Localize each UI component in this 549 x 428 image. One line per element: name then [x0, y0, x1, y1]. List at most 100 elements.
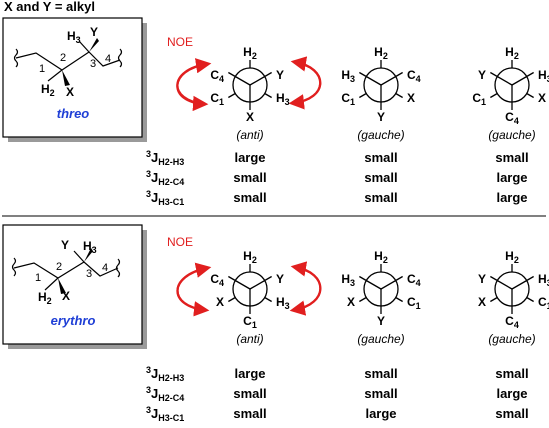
threo-label-lower-left: C1	[341, 91, 355, 107]
threo-h3-label: H3	[67, 29, 81, 45]
threo-front-upper-left-bond	[490, 71, 513, 86]
erythro-label-bottom: C4	[505, 314, 519, 330]
erythro-label-top: H2	[243, 249, 257, 265]
threo-back-lower-right-bond	[526, 92, 534, 99]
threo-c2-label: 2	[60, 52, 66, 64]
threo-coupling-label-2: 3JH2-C4	[146, 169, 184, 187]
erythro-h3-label: H3	[83, 239, 97, 255]
erythro-back-lower-right-bond	[526, 296, 534, 303]
threo-y-label: Y	[90, 25, 98, 39]
threo-front-upper-right-bond	[380, 71, 403, 86]
erythro-label-upper-right: H3	[538, 272, 549, 288]
threo-back-lower-right-bond	[395, 92, 403, 99]
threo-label-bottom: Y	[377, 110, 385, 124]
erythro-c4-label: 4	[102, 262, 108, 274]
threo-caption-2: (gauche)	[357, 128, 404, 142]
threo-label-lower-right: X	[538, 91, 546, 105]
erythro-front-upper-left-bond	[228, 275, 251, 290]
threo-c4-label: 4	[105, 53, 111, 65]
erythro-c2-label: 2	[56, 261, 62, 273]
threo-coupling-label-3: 3JH3-C1	[146, 189, 184, 207]
threo-coupling-value-3-2: small	[364, 190, 397, 205]
erythro-back-lower-left-bond	[490, 296, 498, 303]
erythro-label-top: H2	[374, 249, 388, 265]
erythro-coupling-value-1-2: small	[364, 366, 397, 381]
erythro-label-lower-left: X	[216, 295, 224, 309]
erythro-structure-box: 1 2 3 4 Y H3 H2 X erythro	[2, 224, 147, 349]
erythro-front-upper-left-bond	[490, 275, 513, 290]
threo-label-top: H2	[505, 45, 519, 61]
threo-coupling-value-2-1: small	[233, 170, 266, 185]
threo-structure-box: 1 2 3 4 H3 Y H2 X threo	[2, 17, 147, 142]
erythro-coupling-value-2-2: small	[364, 386, 397, 401]
threo-coupling-value-3-1: small	[233, 190, 266, 205]
erythro-front-upper-left-bond	[359, 275, 382, 290]
erythro-front-upper-right-bond	[249, 275, 272, 290]
erythro-label-bottom: Y	[377, 314, 385, 328]
threo-title: threo	[57, 106, 90, 121]
erythro-y-label: Y	[61, 238, 69, 252]
erythro-front-upper-right-bond	[380, 275, 403, 290]
threo-x-label: X	[66, 85, 74, 99]
erythro-label-upper-left: H3	[341, 272, 355, 288]
erythro-label-bottom: C1	[243, 314, 257, 330]
erythro-back-lower-left-bond	[359, 296, 367, 303]
erythro-label-lower-left: X	[478, 295, 486, 309]
threo-label-upper-left: H3	[341, 68, 355, 84]
threo-front-upper-left-bond	[228, 71, 251, 86]
threo-back-lower-left-bond	[359, 92, 367, 99]
erythro-caption-3: (gauche)	[488, 332, 535, 346]
threo-caption-3: (gauche)	[488, 128, 535, 142]
erythro-c1-label: 1	[35, 272, 41, 284]
threo-coupling-value-3-3: large	[496, 190, 527, 205]
erythro-label-lower-right: H3	[276, 295, 290, 311]
erythro-coupling-value-1-3: small	[495, 366, 528, 381]
erythro-label-upper-right: Y	[276, 272, 284, 286]
threo-label-lower-left: C1	[210, 91, 224, 107]
erythro-coupling-value-3-3: small	[495, 406, 528, 421]
erythro-label-upper-right: C4	[407, 272, 421, 288]
threo-c1-label: 1	[39, 63, 45, 75]
threo-coupling-label-1: 3JH2-H3	[146, 149, 184, 167]
erythro-coupling-label-1: 3JH2-H3	[146, 365, 184, 383]
erythro-label-top: H2	[505, 249, 519, 265]
erythro-c3-label: 3	[86, 268, 92, 280]
threo-coupling-value-2-2: small	[364, 170, 397, 185]
threo-label-bottom: C4	[505, 110, 519, 126]
erythro-back-lower-left-bond	[228, 296, 236, 303]
newman-projections: H2C4YC1H3X(anti)H2H3C4C1XY(gauche)H2YH3C…	[210, 45, 549, 346]
erythro-caption-1: (anti)	[236, 332, 263, 346]
erythro-newman-3: H2YH3XC1C4(gauche)	[478, 249, 549, 346]
threo-label-upper-left: Y	[478, 68, 486, 82]
threo-label-bottom: X	[246, 110, 254, 124]
threo-front-upper-left-bond	[359, 71, 382, 86]
threo-newman-3: H2YH3C1XC4(gauche)	[472, 45, 549, 142]
coupling-tables: 3JH2-H3 large small small 3JH2-C4 small small l…	[146, 149, 529, 423]
threo-front-upper-right-bond	[249, 71, 272, 86]
threo-coupling-value-1-3: small	[495, 150, 528, 165]
threo-caption-1: (anti)	[236, 128, 263, 142]
erythro-caption-2: (gauche)	[357, 332, 404, 346]
erythro-coupling-label-3: 3JH3-C1	[146, 405, 184, 423]
erythro-back-lower-right-bond	[395, 296, 403, 303]
threo-c3-label: 3	[90, 58, 96, 70]
threo-label-lower-right: H3	[276, 91, 290, 107]
threo-back-lower-left-bond	[228, 92, 236, 99]
erythro-x-label: X	[62, 289, 70, 303]
threo-label-upper-right: H3	[538, 68, 549, 84]
threo-noe-label: NOE	[167, 35, 193, 49]
threo-label-upper-right: C4	[407, 68, 421, 84]
threo-coupling-value-1-2: small	[364, 150, 397, 165]
threo-back-lower-left-bond	[490, 92, 498, 99]
erythro-title: erythro	[51, 313, 96, 328]
erythro-coupling-value-3-1: small	[233, 406, 266, 421]
erythro-coupling-value-2-3: large	[496, 386, 527, 401]
threo-label-top: H2	[243, 45, 257, 61]
erythro-coupling-value-1-1: large	[234, 366, 265, 381]
erythro-coupling-label-2: 3JH2-C4	[146, 385, 184, 403]
erythro-label-upper-left: Y	[478, 272, 486, 286]
